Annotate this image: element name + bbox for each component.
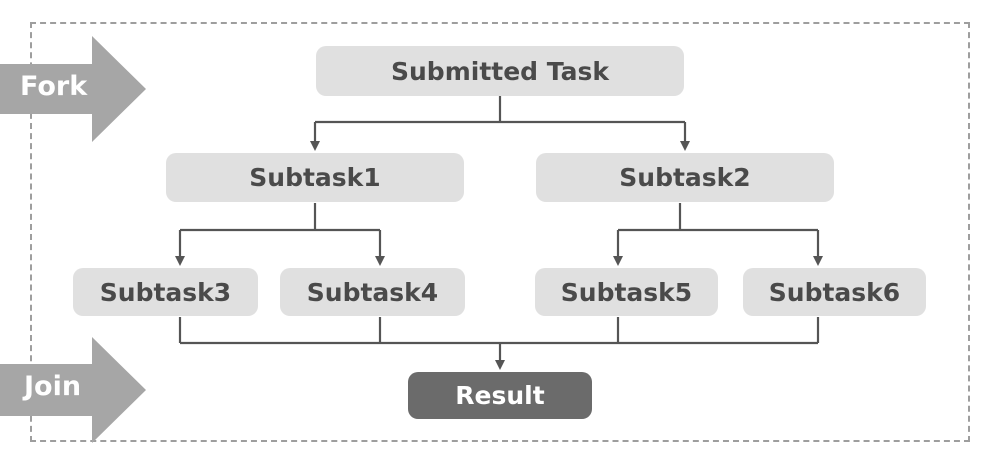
node-result: Result [408, 372, 592, 419]
node-subtask5: Subtask5 [535, 268, 718, 316]
dashed-frame [30, 22, 970, 442]
fork-label: Fork [20, 71, 88, 102]
node-subtask4: Subtask4 [280, 268, 465, 316]
node-subtask3: Subtask3 [73, 268, 258, 316]
join-label: Join [24, 371, 82, 402]
node-subtask2: Subtask2 [536, 153, 834, 202]
node-subtask6: Subtask6 [743, 268, 926, 316]
join-arrow-shape [0, 337, 146, 443]
node-submitted-task: Submitted Task [316, 46, 684, 96]
fork-arrow-shape [0, 36, 146, 142]
node-subtask1: Subtask1 [166, 153, 464, 202]
